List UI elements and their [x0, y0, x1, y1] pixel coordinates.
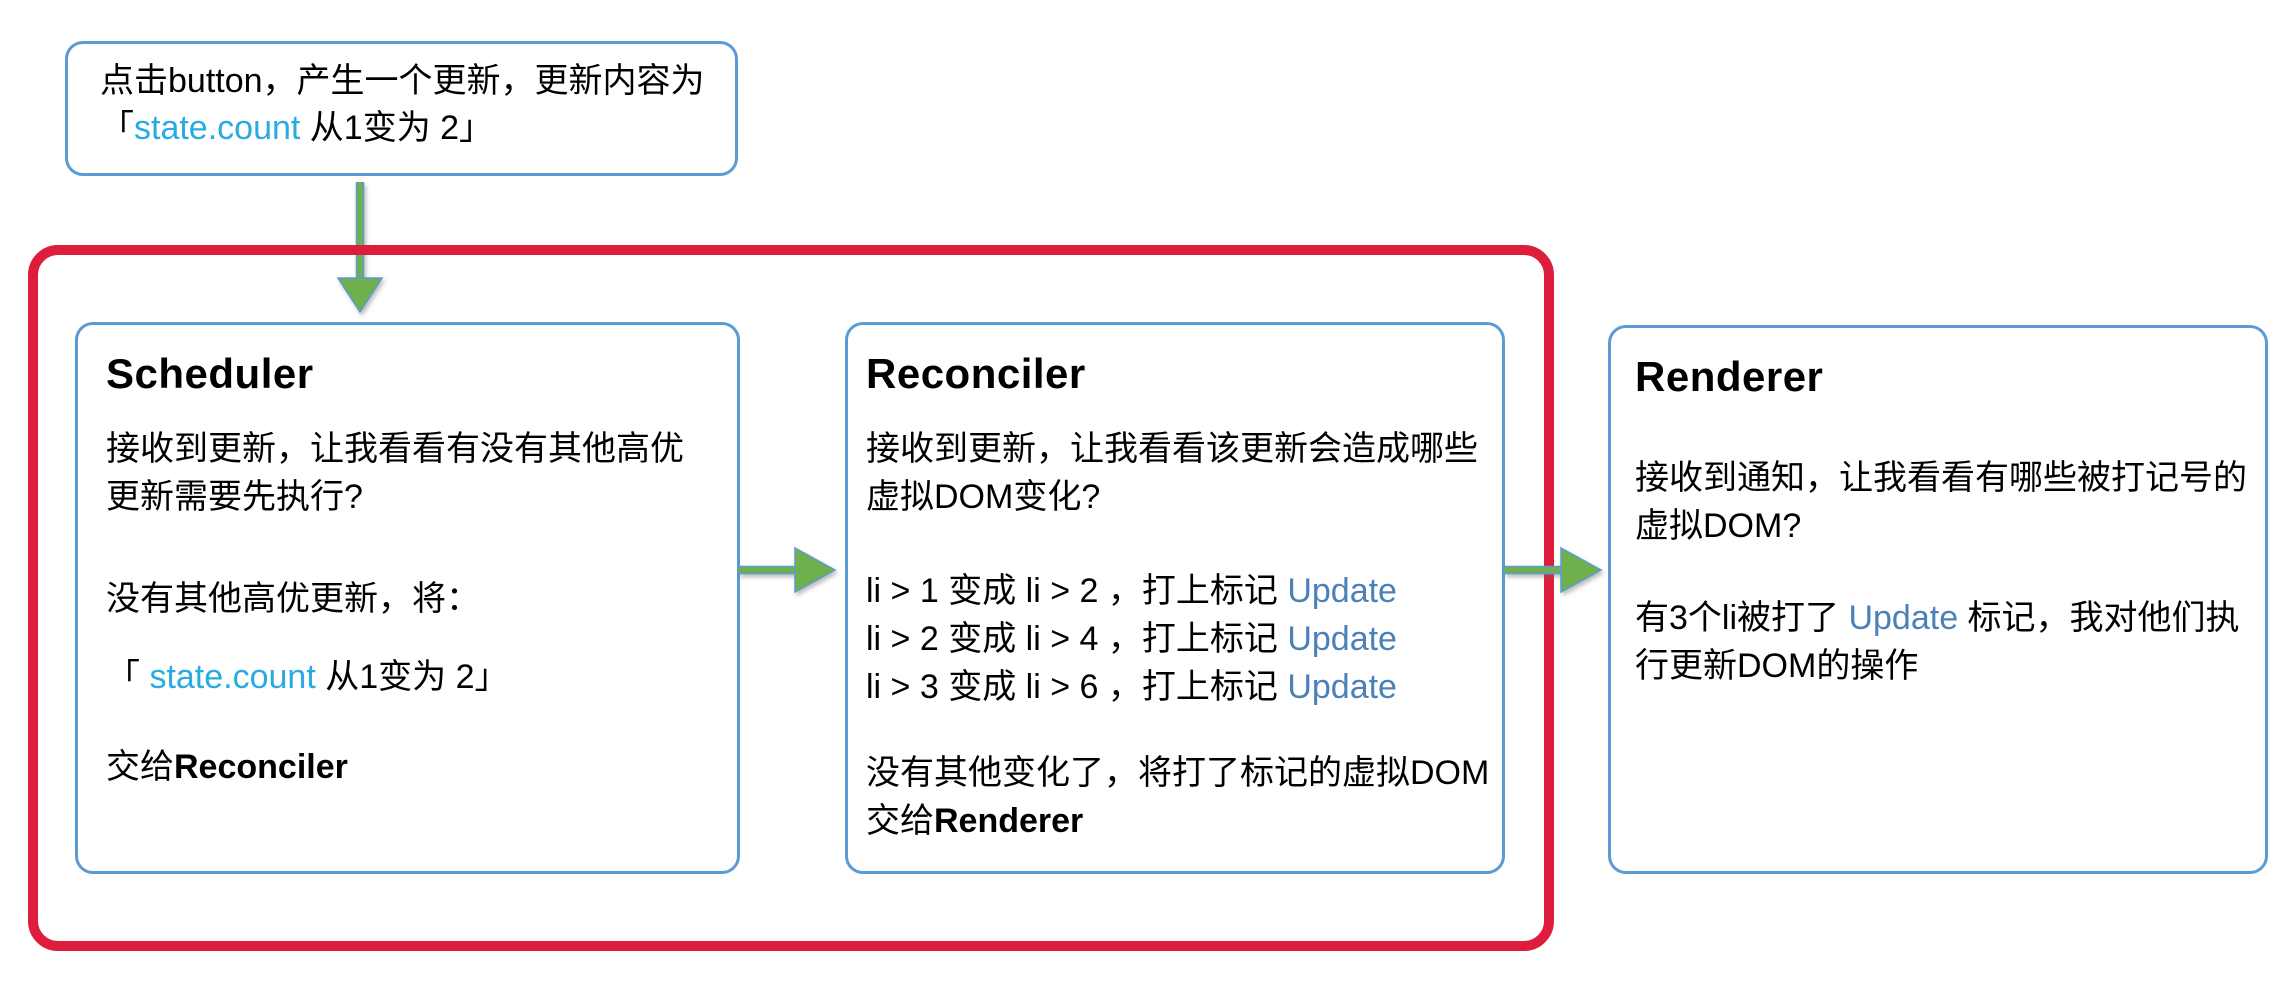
reconciler-title: Reconciler	[866, 350, 1086, 397]
li-change-row: li > 3 变成 li > 6 ，打上标记 Update	[866, 663, 1494, 711]
reconciler-p3-line1: 没有其他变化了，将打了标记的虚拟DOM	[866, 754, 1490, 792]
arrow-right-icon	[1504, 546, 1604, 594]
li-change-text: li > 1 变成 li > 2 ，打上标记	[866, 572, 1288, 610]
click-event-box: 点击button，产生一个更新，更新内容为 「state.count 从1变为 …	[65, 41, 738, 176]
scheduler-p1-line1: 接收到更新，让我看看有没有其他高优	[106, 430, 684, 468]
reconciler-box: Reconciler 接收到更新，让我看看该更新会造成哪些 虚拟DOM变化? l…	[845, 322, 1505, 874]
renderer-p1-line2: 虚拟DOM?	[1635, 507, 1802, 545]
arrow-down-icon	[334, 182, 386, 314]
scheduler-handoff: 交给Reconciler	[106, 743, 717, 791]
reconciler-p1-line1: 接收到更新，让我看看该更新会造成哪些	[866, 430, 1478, 468]
renderer-p1-line1: 接收到通知，让我看看有哪些被打记号的	[1635, 459, 2247, 497]
handoff-prefix: 交给	[106, 748, 174, 786]
react-core-highlight-frame	[28, 245, 1554, 951]
scheduler-box: Scheduler 接收到更新，让我看看有没有其他高优 更新需要先执行? 没有其…	[75, 322, 740, 874]
scheduler-quote: 「 state.count 从1变为 2」	[106, 653, 717, 701]
quote-open: 「	[100, 109, 134, 147]
scheduler-p1-line2: 更新需要先执行?	[106, 478, 363, 516]
reconciler-p1-line2: 虚拟DOM变化?	[866, 478, 1101, 516]
quote-rest: 从1变为 2」	[300, 109, 494, 147]
reconciler-handoff: 没有其他变化了，将打了标记的虚拟DOM 交给Renderer	[866, 749, 1494, 845]
state-count-code: state.count	[149, 658, 316, 696]
scheduler-title: Scheduler	[106, 350, 314, 397]
handoff-target: Reconciler	[174, 748, 348, 786]
state-count-code: state.count	[134, 109, 301, 147]
reconciler-change-list: li > 1 变成 li > 2 ，打上标记 Update li > 2 变成 …	[866, 567, 1494, 711]
reconciler-paragraph-1: 接收到更新，让我看看该更新会造成哪些 虚拟DOM变化?	[866, 425, 1494, 521]
scheduler-paragraph-2: 没有其他高优更新，将：	[106, 580, 480, 618]
renderer-paragraph-2: 有3个li被打了 Update 标记，我对他们执 行更新DOM的操作	[1635, 594, 2251, 690]
click-event-line1: 点击button，产生一个更新，更新内容为	[100, 62, 705, 100]
li-change-row: li > 2 变成 li > 4 ，打上标记 Update	[866, 615, 1494, 663]
renderer-p2-line2: 行更新DOM的操作	[1635, 647, 1919, 685]
p2-suffix: 标记，我对他们执	[1958, 599, 2240, 637]
update-tag: Update	[1287, 620, 1397, 658]
arrow-right-icon	[738, 546, 838, 594]
li-change-text: li > 2 变成 li > 4 ，打上标记	[866, 620, 1288, 658]
update-tag: Update	[1848, 599, 1959, 637]
click-event-line2: 「state.count 从1变为 2」	[100, 105, 725, 152]
handoff-target: Renderer	[934, 802, 1084, 840]
renderer-p2-line1: 有3个li被打了 Update 标记，我对他们执	[1635, 594, 2251, 642]
reconciler-p3-line2: 交给Renderer	[866, 797, 1494, 845]
renderer-title: Renderer	[1635, 353, 1824, 400]
update-tag: Update	[1287, 572, 1397, 610]
p2-prefix: 有3个li被打了	[1635, 599, 1849, 637]
update-tag: Update	[1287, 668, 1397, 706]
quote-open: 「	[106, 658, 150, 696]
renderer-paragraph-1: 接收到通知，让我看看有哪些被打记号的 虚拟DOM?	[1635, 454, 2251, 550]
renderer-box: Renderer 接收到通知，让我看看有哪些被打记号的 虚拟DOM? 有3个li…	[1608, 325, 2268, 874]
quote-rest: 从1变为 2」	[315, 658, 509, 696]
handoff-prefix: 交给	[866, 802, 934, 840]
li-change-text: li > 3 变成 li > 6 ，打上标记	[866, 668, 1288, 706]
li-change-row: li > 1 变成 li > 2 ，打上标记 Update	[866, 567, 1494, 615]
scheduler-paragraph-1: 接收到更新，让我看看有没有其他高优 更新需要先执行?	[106, 425, 717, 521]
